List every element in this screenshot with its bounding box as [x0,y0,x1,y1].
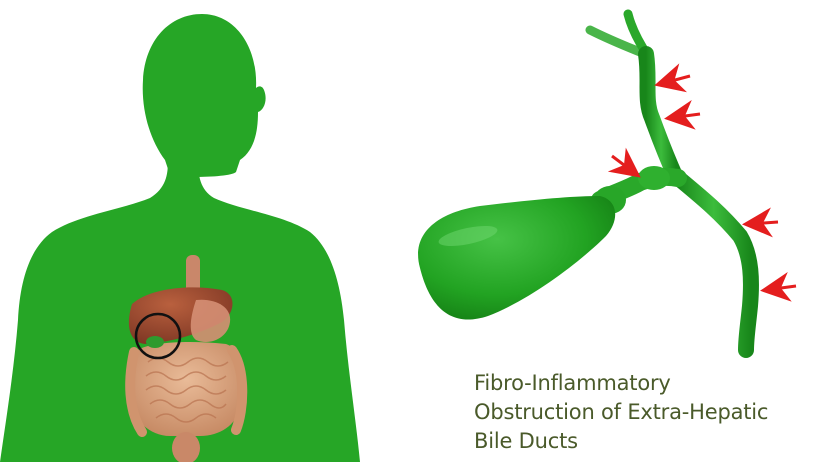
arrow-icon [670,114,700,118]
gallbladder [418,196,615,320]
head-shape [143,14,266,177]
common-bile-duct [676,176,751,350]
arrow-icon [748,222,778,224]
gallbladder-small [146,336,164,348]
caption-line-1: Fibro-Inflammatory [474,369,804,398]
caption: Fibro-Inflammatory Obstruction of Extra-… [474,369,804,456]
common-hepatic-duct [646,54,676,178]
arrow-icon [612,156,636,174]
biliary-system [418,14,751,350]
arrow-icon [660,76,690,84]
arrow-icon [766,286,796,290]
caption-line-2: Obstruction of Extra-Hepatic [474,398,804,427]
cystic-bulge [638,166,670,190]
caption-line-3: Bile Ducts [474,427,804,456]
